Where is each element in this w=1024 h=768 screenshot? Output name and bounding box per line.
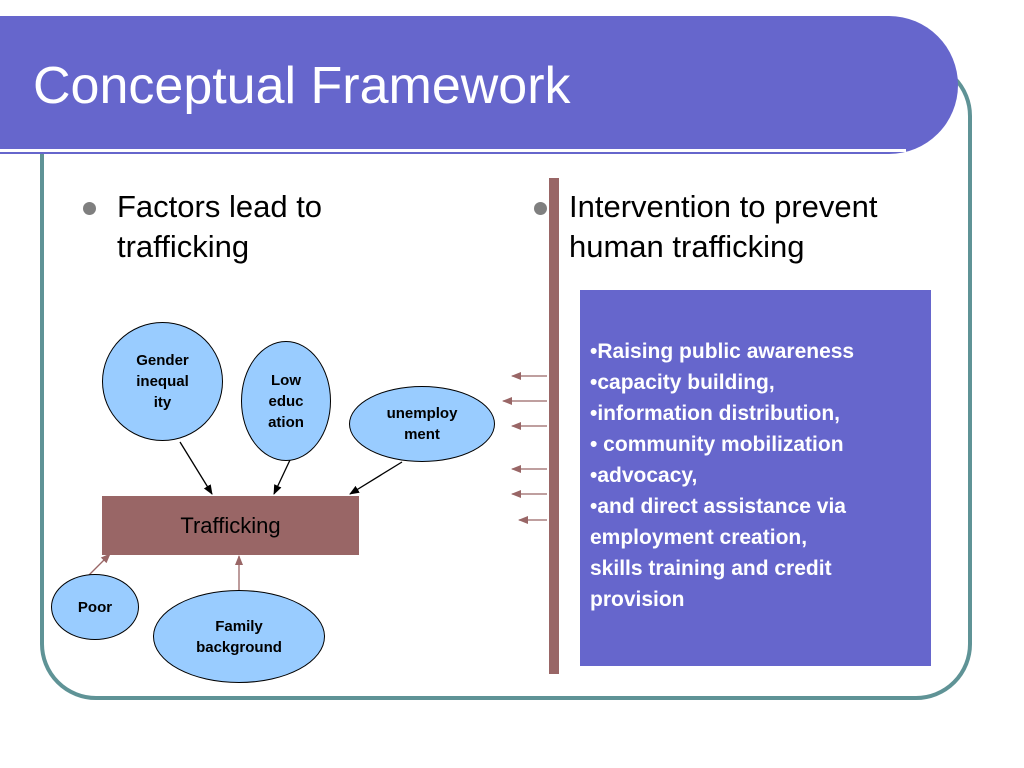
left-heading-line-1: Factors lead to [117, 189, 323, 224]
slide-title: Conceptual Framework [33, 57, 571, 115]
factor-unemployment: unemploy ment [349, 386, 495, 462]
factor-family-background-label: Family background [196, 617, 282, 656]
arrow-unemployment-to-trafficking [349, 461, 403, 495]
bullet-dot-icon [83, 202, 96, 215]
factor-poor: Poor [51, 574, 139, 640]
column-divider [549, 178, 559, 674]
right-heading: Intervention to prevent human traffickin… [569, 187, 877, 267]
interventions-box: •Raising public awareness •capacity buil… [580, 290, 931, 666]
intervention-item: •and direct assistance via employment cr… [590, 495, 846, 611]
arrow-gender-to-trafficking [179, 441, 213, 495]
intervention-item: •capacity building, [590, 371, 775, 394]
title-underline [0, 149, 906, 152]
factor-low-education-label: Low educ ation [268, 371, 304, 431]
factor-unemployment-label: unemploy ment [386, 405, 458, 443]
arrow-education-to-trafficking [273, 459, 291, 495]
right-heading-line-1: Intervention to prevent [569, 189, 878, 224]
right-heading-line-2: human trafficking [569, 229, 805, 264]
trafficking-label: Trafficking [180, 512, 281, 538]
factor-low-education: Low educ ation [241, 341, 331, 461]
left-heading-line-2: trafficking [117, 229, 250, 264]
intervention-item: •information distribution, [590, 402, 840, 425]
intervention-item: •Raising public awareness [590, 340, 855, 363]
trafficking-box: Trafficking [102, 496, 359, 555]
factor-family-background: Family background [153, 590, 325, 683]
intervention-item: •advocacy, [590, 464, 698, 487]
factor-poor-label: Poor [77, 598, 113, 616]
left-heading: Factors lead to trafficking [117, 187, 322, 267]
factor-gender-inequality-label: Gender inequal ity [136, 352, 189, 411]
title-bar: Conceptual Framework [0, 16, 958, 154]
intervention-item: • community mobilization [590, 433, 844, 456]
bullet-dot-icon [534, 202, 547, 215]
factor-gender-inequality: Gender inequal ity [102, 322, 223, 441]
